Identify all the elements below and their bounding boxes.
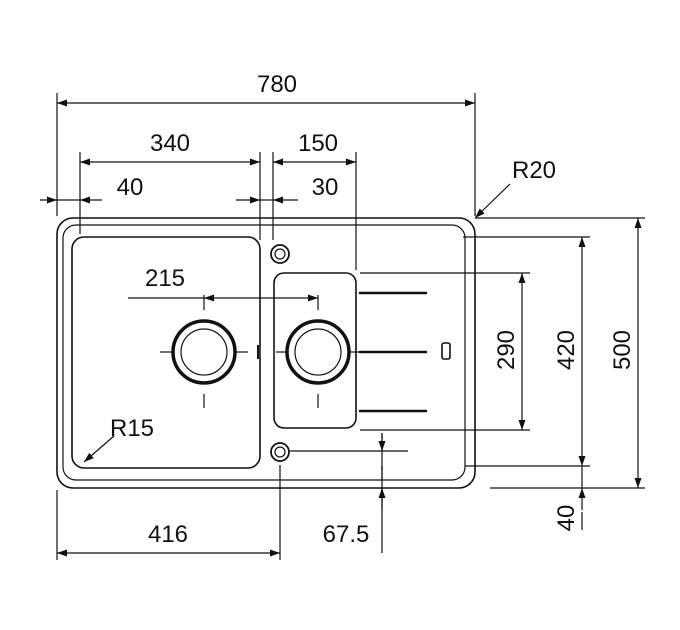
sink-outer-outline <box>56 217 476 489</box>
extension-lines <box>56 93 645 560</box>
leader-r15 <box>83 435 115 463</box>
label-bottom-margin: 40 <box>553 505 580 532</box>
small-bowl <box>273 272 357 429</box>
label-overall-width: 780 <box>257 71 297 98</box>
label-overflow-offset: 67.5 <box>323 521 370 548</box>
sink-inner-rim <box>62 224 466 481</box>
small-drain <box>285 319 351 385</box>
overflow-slot <box>441 342 451 360</box>
dimension-labels: 780 340 150 40 30 R20 215 R15 416 67.5 2… <box>110 71 636 548</box>
label-gap-offset: 30 <box>312 174 339 201</box>
dimension-lines <box>40 99 642 557</box>
label-left-offset: 40 <box>117 174 144 201</box>
label-drainer-height: 290 <box>493 330 520 370</box>
main-bowl <box>71 236 261 469</box>
label-drain-spacing: 215 <box>145 265 185 292</box>
label-inner-corner-radius: R15 <box>110 415 154 442</box>
label-main-bowl-width: 416 <box>148 521 188 548</box>
main-drain <box>171 319 237 385</box>
leader-r20 <box>474 183 511 219</box>
label-inner-height: 420 <box>553 330 580 370</box>
label-main-bowl-offset: 340 <box>150 130 190 157</box>
tap-hole-top <box>270 244 290 264</box>
label-corner-radius-outer: R20 <box>512 157 556 184</box>
tap-hole-bottom <box>270 442 290 462</box>
sink-body <box>56 217 476 489</box>
label-overall-height: 500 <box>609 330 636 370</box>
drainer-grooves <box>358 291 428 413</box>
label-second-bowl-width: 150 <box>298 130 338 157</box>
